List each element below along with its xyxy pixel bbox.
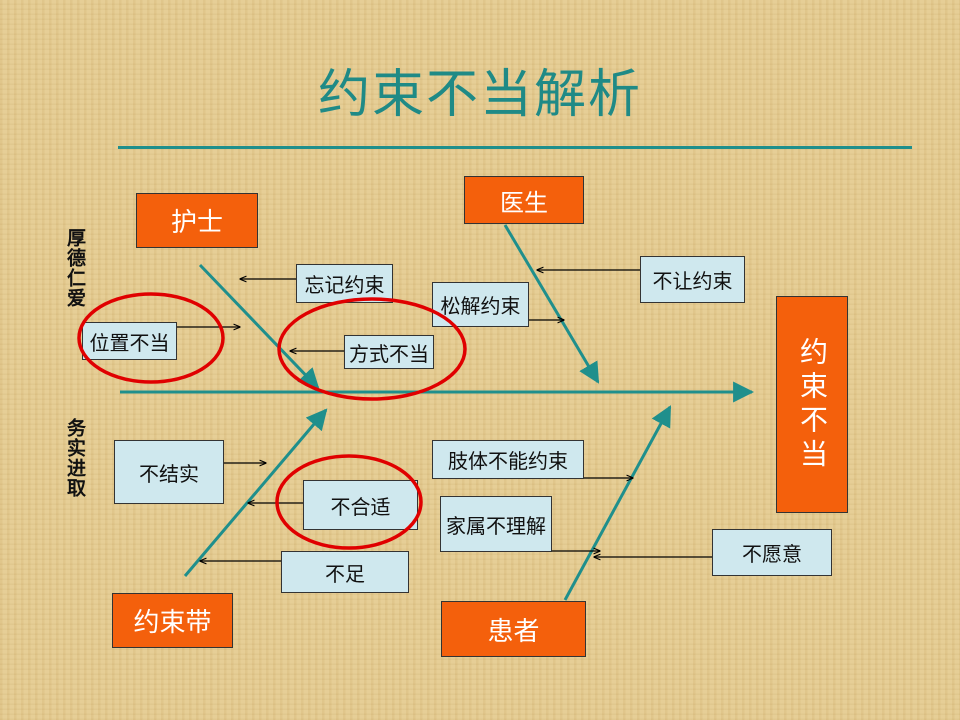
- cause-forget-restraint: 忘记约束: [296, 264, 393, 303]
- cause-unwilling: 不愿意: [712, 529, 832, 576]
- bone-patient: [563, 405, 672, 601]
- cause-refuse-restraint: 不让约束: [640, 256, 745, 303]
- cause-unsuitable: 不合适: [303, 480, 418, 530]
- cause-insufficient: 不足: [281, 551, 409, 593]
- cause-not-secure: 不结实: [114, 440, 224, 504]
- category-patient: 患者: [441, 601, 586, 657]
- category-restraint-belt: 约束带: [112, 593, 233, 648]
- bone-restraint-belt: [183, 408, 328, 577]
- title-divider: [118, 146, 912, 149]
- category-doctor: 医生: [464, 176, 584, 224]
- slide-title: 约束不当解析: [317, 65, 642, 125]
- side-label-lower: 务实进取: [64, 418, 86, 498]
- cause-loosen-restraint: 松解约束: [432, 282, 529, 327]
- effect-box: 约束不当: [776, 296, 848, 513]
- cause-limb-unrestrainable: 肢体不能约束: [432, 440, 584, 479]
- category-nurse: 护士: [136, 193, 258, 248]
- cause-wrong-method: 方式不当: [344, 335, 434, 369]
- cause-wrong-position: 位置不当: [82, 322, 177, 360]
- cause-family-not-understand: 家属不理解: [440, 496, 552, 552]
- side-label-upper: 厚德仁爱: [64, 228, 86, 308]
- bone-doctor: [503, 224, 600, 384]
